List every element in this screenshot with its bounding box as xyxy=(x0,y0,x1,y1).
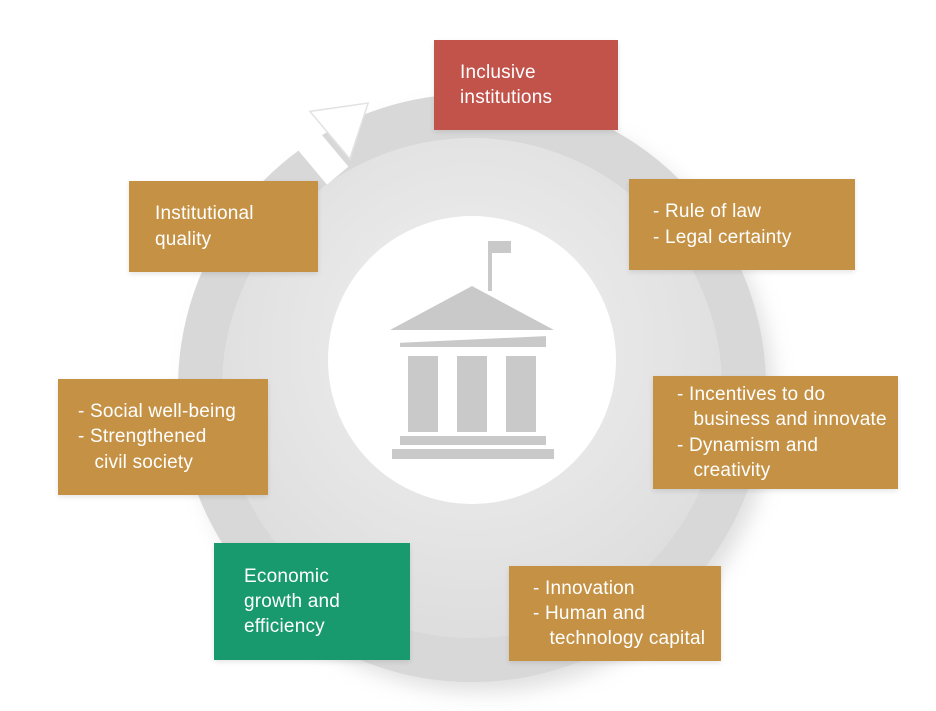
box-innovation-human-capital: - Innovation - Human and technology capi… xyxy=(509,566,721,661)
box-label: - Rule of law - Legal certainty xyxy=(653,201,792,248)
box-label: Inclusive institutions xyxy=(460,61,553,108)
box-label: - Incentives to do business and innovate… xyxy=(677,384,887,481)
cycle-arrow-icon xyxy=(280,102,370,185)
box-inclusive-institutions: Inclusive institutions xyxy=(434,40,618,130)
box-label: Economic growth and efficiency xyxy=(244,565,341,638)
box-label: Institutional quality xyxy=(155,203,254,250)
box-rule-of-law: - Rule of law - Legal certainty xyxy=(629,179,855,270)
box-label: - Innovation - Human and technology capi… xyxy=(533,577,706,650)
box-social-wellbeing: - Social well-being - Strengthened civil… xyxy=(58,379,268,495)
box-label: - Social well-being - Strengthened civil… xyxy=(78,401,236,473)
box-incentives-dynamism: - Incentives to do business and innovate… xyxy=(653,376,898,489)
box-institutional-quality: Institutional quality xyxy=(129,181,318,272)
government-building-icon xyxy=(390,241,554,459)
box-economic-growth: Economic growth and efficiency xyxy=(214,543,410,660)
